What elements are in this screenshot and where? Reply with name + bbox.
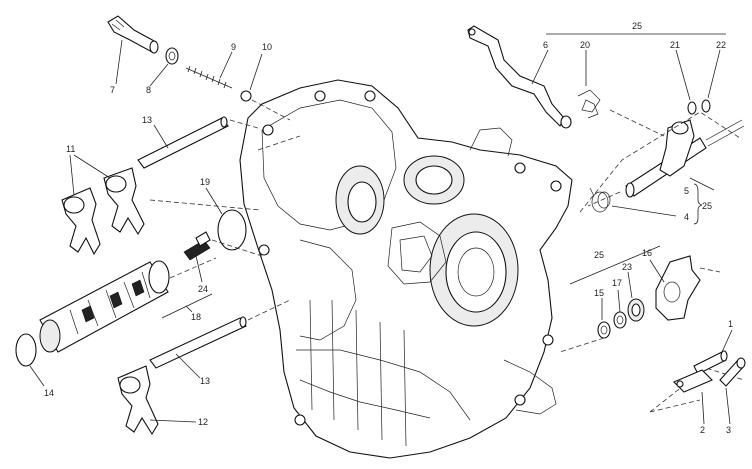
part-12-lower-fork <box>117 365 197 436</box>
part-8-washer <box>149 47 179 87</box>
part-19-o-ring <box>205 187 247 251</box>
part-24-sensor <box>183 231 211 283</box>
assembly-line-forks <box>149 199 261 211</box>
label-16: 16 <box>642 248 652 258</box>
part-18-bracket <box>161 293 213 319</box>
part-21-washer <box>675 49 697 115</box>
label-25-top: 25 <box>632 21 642 31</box>
part-11-shift-forks <box>61 154 145 256</box>
label-13-upper: 13 <box>142 115 152 125</box>
part-2-plate <box>673 369 713 425</box>
label-10: 10 <box>262 42 272 52</box>
part-7-selector-pin <box>107 15 159 85</box>
assembly-line-top <box>251 99 291 121</box>
part-5-shift-shaft <box>587 109 745 207</box>
part-17-washer <box>613 289 627 329</box>
assembly-line-mid-right <box>559 267 721 353</box>
label-22: 22 <box>716 40 726 50</box>
part-22-circlip <box>701 49 721 113</box>
label-1: 1 <box>728 319 733 329</box>
group-25-brace <box>693 183 703 225</box>
label-3: 3 <box>726 425 731 435</box>
label-7: 7 <box>110 85 115 95</box>
assembly-line-rod-upper <box>229 119 259 129</box>
label-2: 2 <box>700 425 705 435</box>
part-20-spring <box>577 50 601 119</box>
label-14: 14 <box>44 388 54 398</box>
part-9-spring <box>185 51 233 89</box>
label-25-side: 25 <box>702 201 712 211</box>
assembly-line-sensor <box>211 239 263 257</box>
label-24: 24 <box>198 284 208 294</box>
part-15-washer <box>597 298 611 339</box>
part-1-bolt <box>693 329 733 375</box>
assembly-outline-upper-right <box>579 111 741 213</box>
label-13-lower: 13 <box>200 376 210 386</box>
label-15: 15 <box>594 288 604 298</box>
label-19: 19 <box>200 177 210 187</box>
label-25-mid: 25 <box>594 250 604 260</box>
part-10-ball <box>240 53 263 102</box>
assembly-line-fork-upper <box>257 135 301 151</box>
label-12: 12 <box>198 417 208 427</box>
label-5: 5 <box>684 186 689 196</box>
part-14-ring <box>15 333 45 387</box>
part-4-spring <box>589 187 677 217</box>
label-18: 18 <box>191 312 201 322</box>
part-13-lower-rod <box>149 316 247 379</box>
part-6-lever <box>467 25 572 129</box>
label-9: 9 <box>231 42 236 52</box>
label-20: 20 <box>580 40 590 50</box>
group-25-mid-bracket <box>569 245 661 285</box>
label-17: 17 <box>612 278 622 288</box>
crankcase-half <box>239 79 573 459</box>
label-8: 8 <box>146 85 151 95</box>
part-13-upper-rod <box>137 116 229 169</box>
label-23: 23 <box>622 262 632 272</box>
part-23-bearing <box>627 271 645 322</box>
part-16-star-plate <box>649 255 701 321</box>
label-21: 21 <box>670 40 680 50</box>
label-11: 11 <box>66 144 75 154</box>
label-6-top: 6 <box>543 40 548 50</box>
part-shift-drum <box>39 257 217 353</box>
label-4: 4 <box>684 212 689 222</box>
part-3-screw <box>719 357 746 425</box>
